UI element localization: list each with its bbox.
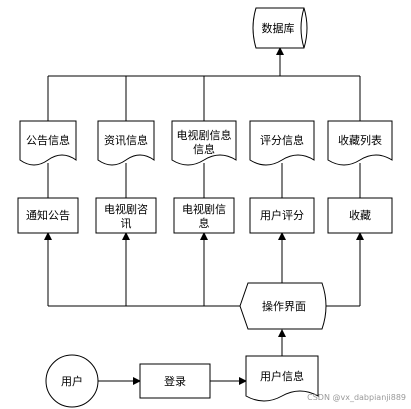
document-gonggao: 公告信息 [19, 120, 77, 166]
user-info-label: 用户信息 [260, 369, 304, 383]
document-gonggao-label: 公告信息 [26, 133, 70, 147]
process-notice: 通知公告 [17, 197, 79, 234]
process-tv-info-label: 电视剧信 [182, 202, 226, 216]
document-tv-drama-label-line2: 信息 [193, 142, 215, 156]
process-user-rating: 用户评分 [249, 197, 315, 234]
document-favorites: 收藏列表 [327, 120, 393, 166]
login-node: 登录 [139, 363, 211, 399]
process-favorite: 收藏 [327, 197, 393, 234]
process-tv-news-label-line2: 讯 [121, 217, 132, 230]
operation-screen-node: 操作界面 [239, 282, 327, 330]
process-tv-info-label-line2: 息 [199, 216, 210, 230]
operation-screen-label: 操作界面 [262, 299, 306, 313]
process-favorite-label: 收藏 [349, 208, 371, 222]
watermark-text: CSDN @vx_dabpianji889 [307, 393, 406, 402]
document-tv-drama: 电视剧信息 信息 [171, 120, 237, 166]
process-tv-news: 电视剧咨 讯 [95, 197, 157, 234]
document-favorites-label: 收藏列表 [338, 133, 382, 147]
login-label: 登录 [164, 374, 186, 388]
document-tv-drama-label: 电视剧信息 [177, 128, 232, 142]
document-zixun-label: 资讯信息 [104, 133, 148, 147]
process-notice-label: 通知公告 [26, 208, 70, 222]
document-zixun: 资讯信息 [97, 120, 155, 166]
process-tv-info: 电视剧信 息 [173, 197, 235, 234]
document-rating-label: 评分信息 [260, 133, 304, 147]
database-label: 数据库 [262, 21, 295, 35]
process-tv-news-label: 电视剧咨 [104, 202, 148, 216]
user-node: 用户 [45, 354, 99, 408]
user-label: 用户 [61, 374, 83, 388]
user-info-document: 用户信息 [245, 355, 319, 402]
document-rating: 评分信息 [249, 120, 315, 166]
process-user-rating-label: 用户评分 [260, 208, 304, 222]
database-node: 数据库 [252, 7, 308, 49]
